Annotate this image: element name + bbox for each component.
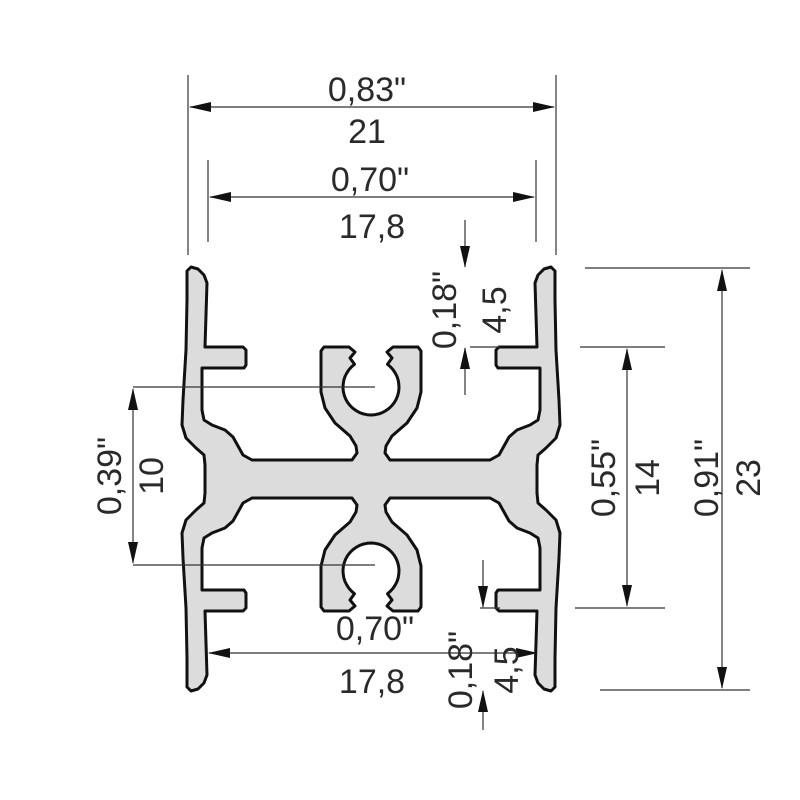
bottom-slot-depth-inch: 0,18": [442, 631, 480, 709]
top-slot-depth-inch: 0,18": [426, 271, 464, 349]
extension-lines: [133, 75, 750, 691]
dimension-lines: [128, 102, 727, 730]
slot-distance-mm: 10: [133, 457, 171, 495]
inner-width-bottom-inch: 0,70": [336, 610, 414, 648]
arm-distance-mm: 14: [629, 459, 667, 497]
slot-distance-inch: 0,39": [91, 437, 129, 515]
overall-width-inch: 0,83": [328, 71, 406, 109]
overall-width-mm: 21: [348, 113, 386, 151]
overall-height-mm: 23: [730, 459, 768, 497]
inner-width-bottom-mm: 17,8: [339, 663, 405, 701]
arm-distance-inch: 0,55": [585, 439, 623, 517]
inner-width-top-mm: 17,8: [339, 208, 405, 246]
overall-height-inch: 0,91": [688, 439, 726, 517]
profile-cross-section: [180, 265, 562, 693]
inner-width-top-inch: 0,70": [331, 161, 409, 199]
top-slot-depth-mm: 4,5: [476, 286, 514, 333]
bottom-slot-depth-mm: 4,5: [488, 646, 526, 693]
